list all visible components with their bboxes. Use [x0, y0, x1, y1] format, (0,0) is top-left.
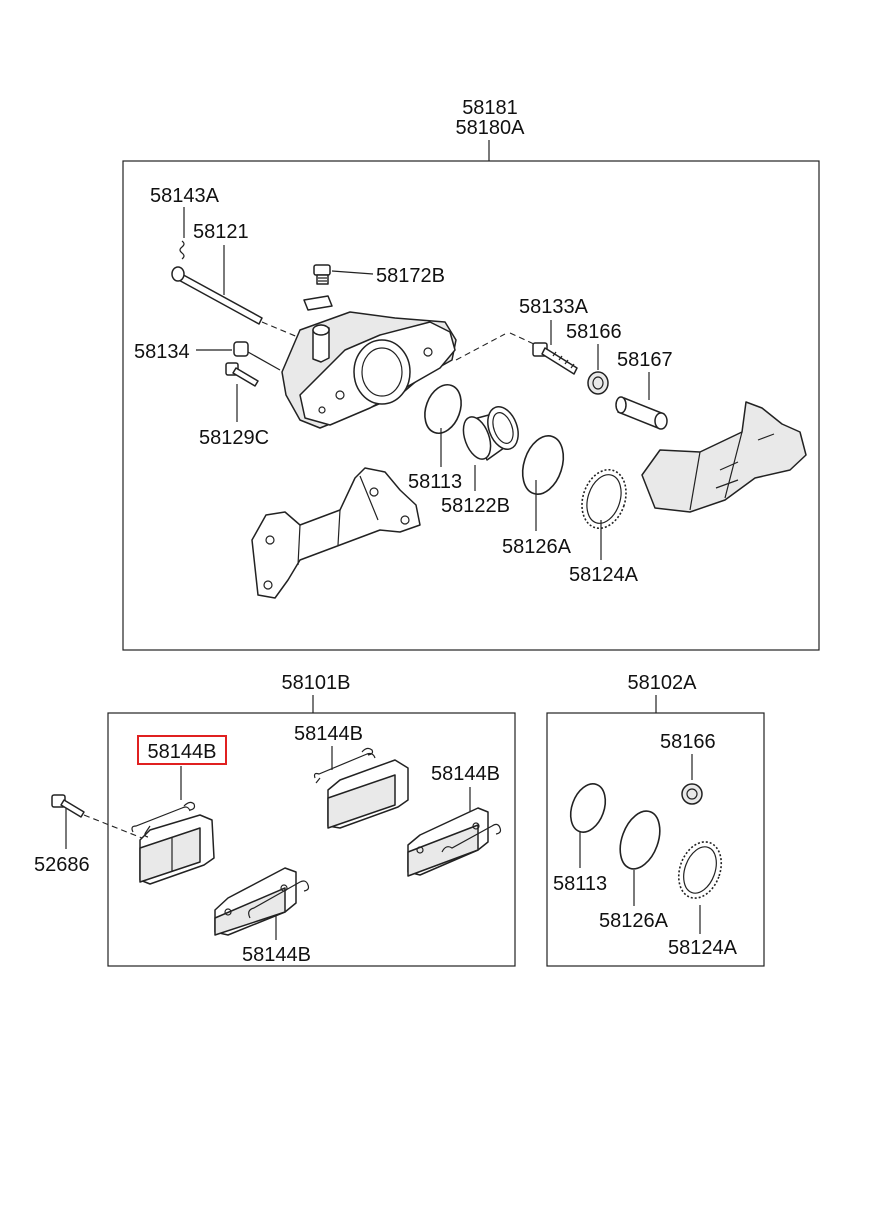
label-58121[interactable]: 58121 — [193, 221, 249, 243]
piston-icon[interactable] — [458, 403, 523, 463]
kit-small-boot-icon[interactable] — [681, 783, 703, 805]
seal-ring-icon[interactable] — [418, 380, 467, 439]
bleeder-clip-icon[interactable] — [303, 295, 333, 311]
label-58144B-4[interactable]: 58144B — [242, 944, 311, 966]
bleeder-screw-icon[interactable] — [313, 264, 331, 285]
label-52686[interactable]: 52686 — [34, 854, 90, 876]
brake-pad-1-icon[interactable] — [139, 814, 215, 885]
label-58144B-highlighted[interactable]: 58144B — [148, 741, 217, 763]
highlight-box — [137, 735, 227, 765]
label-58172B[interactable]: 58172B — [376, 265, 445, 287]
label-58144B-2[interactable]: 58144B — [294, 723, 363, 745]
kit-dust-boot-icon[interactable] — [671, 836, 728, 904]
sleeve-icon[interactable] — [615, 396, 668, 430]
guide-bolt-icon[interactable] — [532, 342, 578, 375]
label-58102A[interactable]: 58102A — [628, 672, 698, 694]
small-boot-icon[interactable] — [587, 371, 609, 395]
label-58144B-3[interactable]: 58144B — [431, 763, 500, 785]
seal-kit-box — [546, 712, 765, 967]
label-58134[interactable]: 58134 — [134, 341, 190, 363]
caliper-body-icon[interactable] — [281, 311, 457, 429]
guide-pin-icon[interactable] — [171, 266, 263, 325]
caliper-bolt-icon[interactable] — [225, 362, 259, 387]
bushing-icon[interactable] — [233, 341, 249, 357]
caliper-assembly-box — [122, 160, 820, 651]
brake-pad-2-icon[interactable] — [327, 759, 409, 829]
piston-seal-icon[interactable] — [516, 431, 571, 500]
brake-pad-4-icon[interactable] — [214, 867, 297, 936]
pad-bolt-icon[interactable] — [51, 794, 85, 818]
label-58166-top[interactable]: 58166 — [566, 321, 622, 343]
outer-caliper-icon[interactable] — [641, 401, 807, 513]
label-58180A[interactable]: 58180A — [456, 117, 526, 139]
kit-piston-seal-icon[interactable] — [613, 806, 667, 875]
label-58101B[interactable]: 58101B — [282, 672, 351, 694]
label-58126A-kit[interactable]: 58126A — [599, 910, 669, 932]
label-58143A[interactable]: 58143A — [150, 185, 220, 207]
label-58126A-top[interactable]: 58126A — [502, 536, 572, 558]
kit-seal-ring-icon[interactable] — [564, 779, 611, 837]
caliper-bracket-icon[interactable] — [251, 467, 421, 599]
label-58113-top[interactable]: 58113 — [408, 471, 462, 493]
label-58129C[interactable]: 58129C — [199, 427, 269, 449]
pad-spring-4-icon[interactable] — [248, 880, 310, 919]
label-58167[interactable]: 58167 — [617, 349, 673, 371]
pad-spring-2-icon[interactable] — [313, 747, 376, 784]
label-58124A-top[interactable]: 58124A — [569, 564, 639, 586]
label-58124A-kit[interactable]: 58124A — [668, 937, 738, 959]
pad-spring-3-icon[interactable] — [441, 823, 502, 853]
label-58166-kit[interactable]: 58166 — [660, 731, 716, 753]
pin-clip-icon[interactable] — [179, 240, 185, 260]
dust-boot-icon[interactable] — [575, 464, 633, 534]
label-58113-kit[interactable]: 58113 — [553, 873, 607, 895]
label-58181[interactable]: 58181 — [462, 97, 518, 119]
pad-spring-1-icon[interactable] — [131, 801, 196, 838]
brake-pad-3-icon[interactable] — [407, 807, 489, 877]
pad-kit-box — [107, 712, 516, 967]
label-58122B[interactable]: 58122B — [441, 495, 510, 517]
label-58133A[interactable]: 58133A — [519, 296, 589, 318]
